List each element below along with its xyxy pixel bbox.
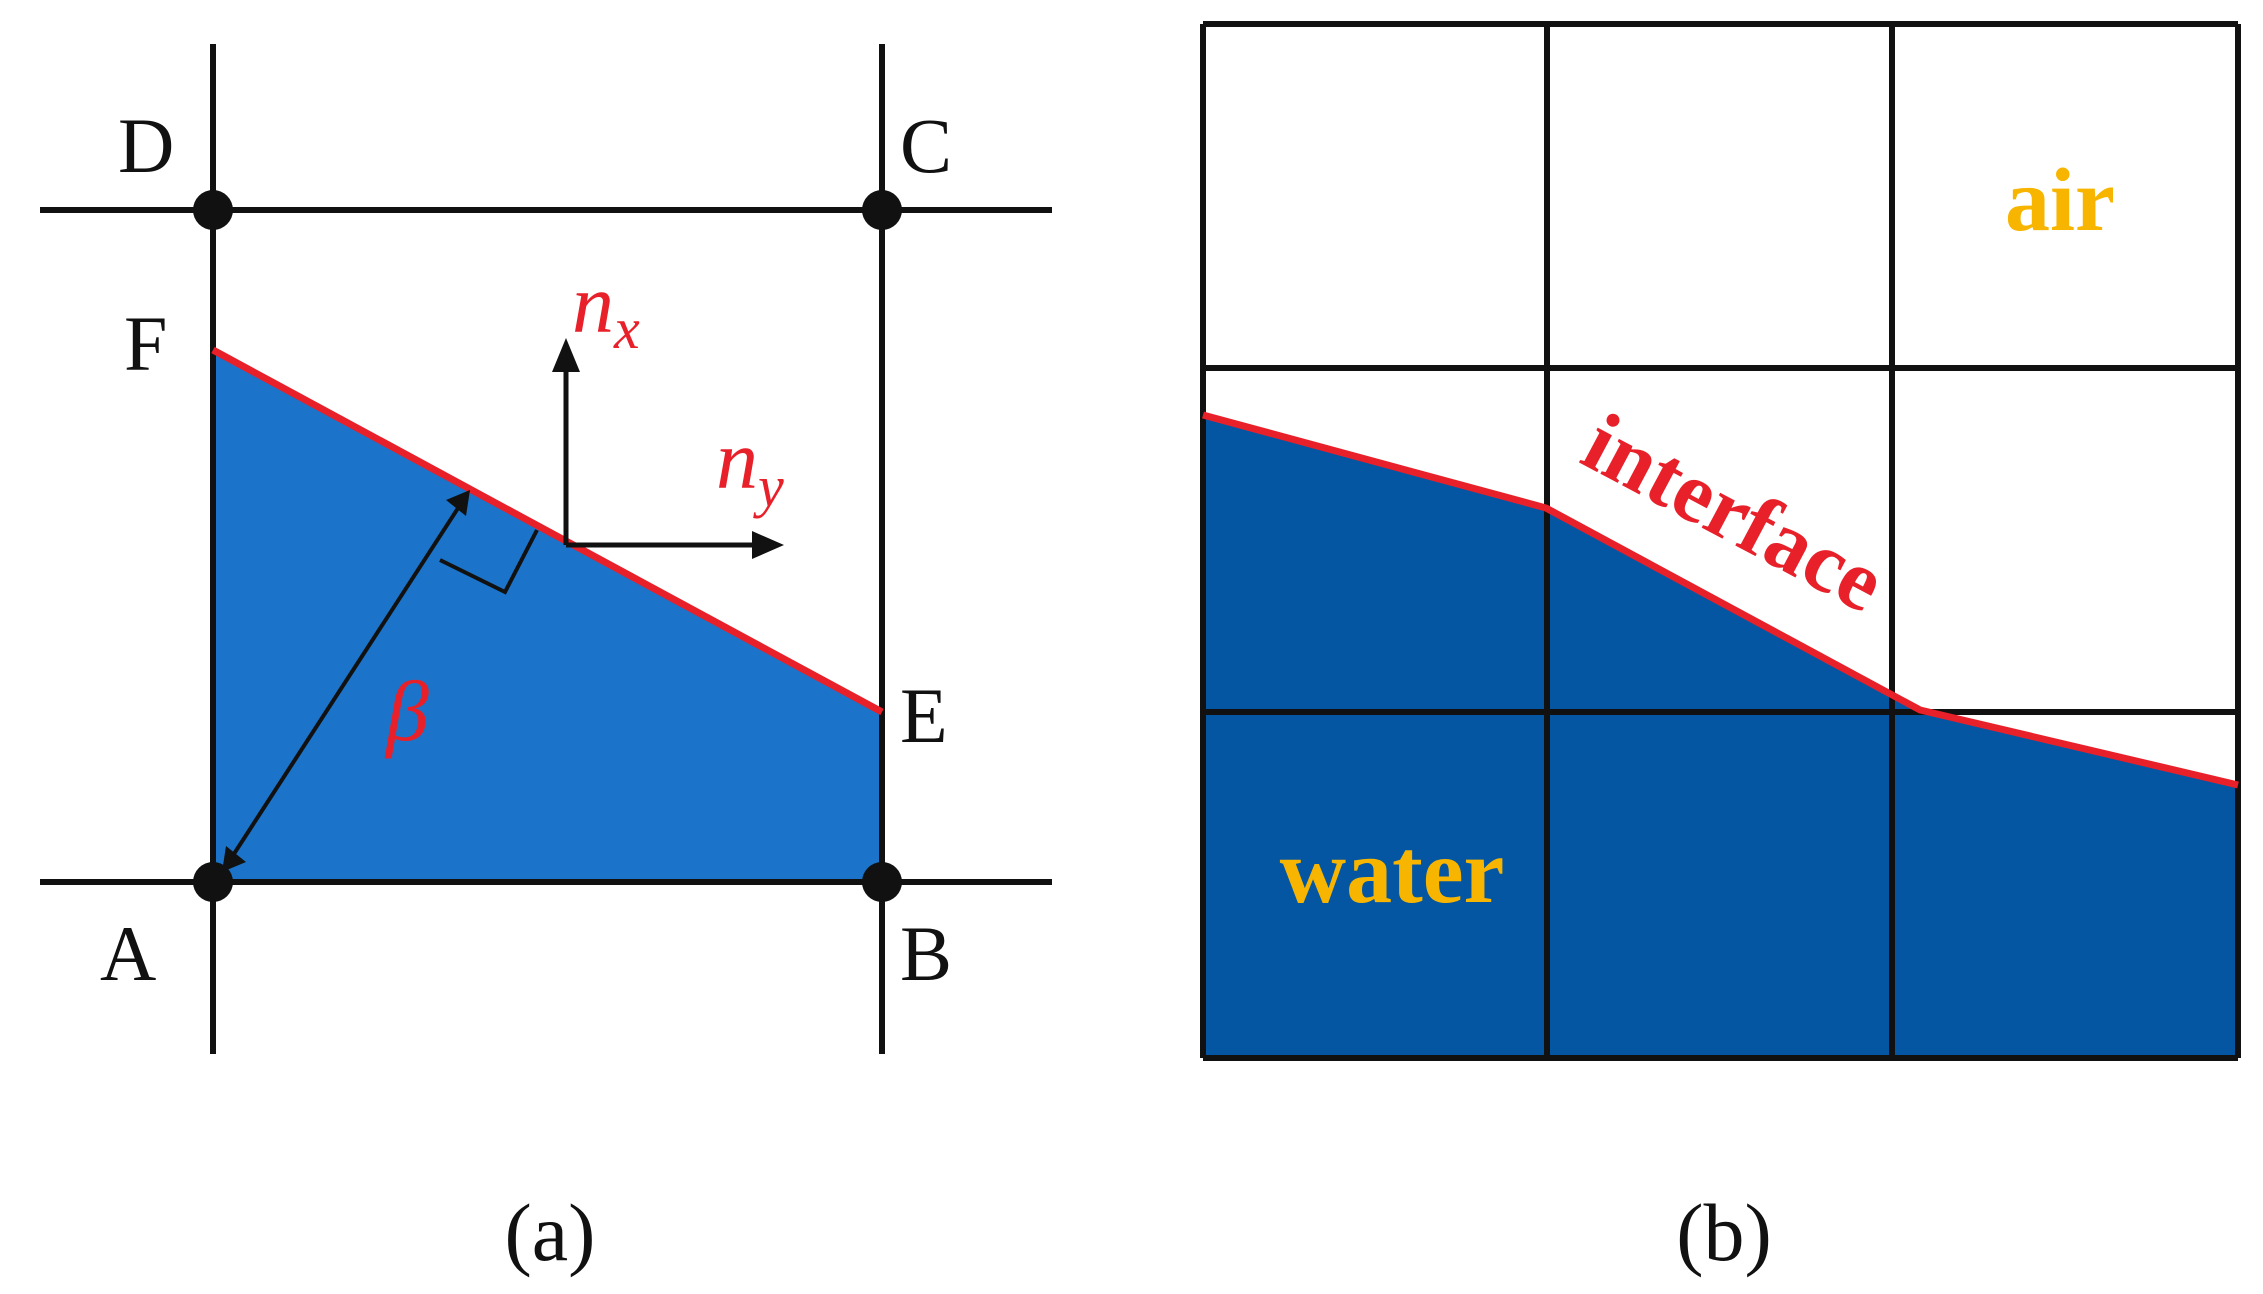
water-region-a bbox=[213, 350, 882, 882]
node-c bbox=[862, 190, 902, 230]
node-b bbox=[862, 862, 902, 902]
grid-b bbox=[1200, 21, 2241, 1061]
panel-b: air water interface (b) bbox=[1200, 21, 2241, 1278]
beta-arrowhead-top bbox=[446, 490, 470, 516]
node-a bbox=[193, 862, 233, 902]
label-beta: β bbox=[384, 663, 429, 759]
label-f: F bbox=[124, 300, 167, 387]
beta-arrow bbox=[228, 500, 464, 862]
water-region-b bbox=[1203, 415, 2238, 1058]
label-c: C bbox=[900, 102, 952, 189]
caption-b: (b) bbox=[1676, 1187, 1772, 1278]
ny-arrowhead bbox=[752, 531, 784, 559]
label-d: D bbox=[118, 102, 174, 189]
label-b: B bbox=[900, 910, 952, 997]
label-a: A bbox=[100, 910, 156, 997]
right-angle-marker bbox=[439, 529, 539, 595]
nx-arrowhead bbox=[552, 338, 580, 372]
panel-a: D C F E A B nx ny β (a) bbox=[40, 44, 1052, 1278]
label-e: E bbox=[900, 672, 948, 759]
node-d bbox=[193, 190, 233, 230]
label-nx: nx bbox=[572, 258, 640, 361]
label-ny: ny bbox=[716, 414, 784, 519]
interface-line-b bbox=[1202, 411, 2239, 789]
caption-a: (a) bbox=[504, 1187, 595, 1278]
interface-line-a bbox=[211, 346, 884, 716]
label-water: water bbox=[1280, 820, 1505, 922]
label-air: air bbox=[2005, 151, 2115, 250]
beta-arrowhead-bottom bbox=[222, 846, 246, 872]
